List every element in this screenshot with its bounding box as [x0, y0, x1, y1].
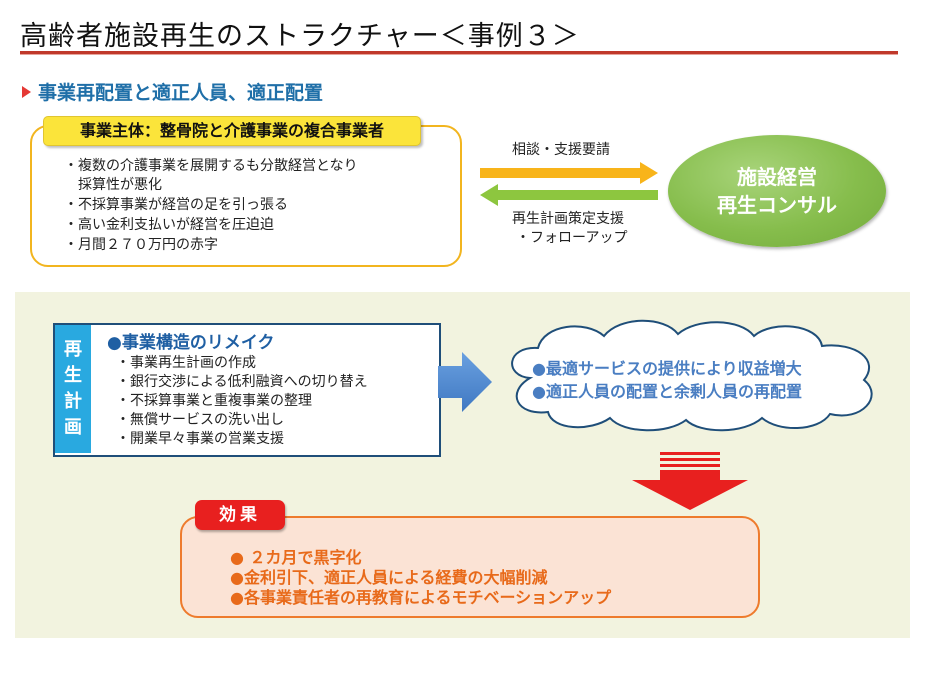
followup-label: ・フォローアップ: [516, 230, 628, 246]
blue-arrow-icon: [438, 352, 492, 412]
plan-item: ・不採算事業と重複事業の整理: [116, 393, 312, 409]
cloud-shape: [511, 319, 873, 432]
plan-side-char: 生: [64, 365, 82, 386]
support-arrow-icon: [480, 184, 658, 206]
request-label: 相談・支援要請: [512, 142, 610, 158]
consultant-label-line1: 施設経営: [737, 165, 817, 189]
outcome-item: ●最適サービスの提供により収益増大: [532, 359, 802, 378]
issue-item: 採算性が悪化: [78, 177, 162, 193]
support-label: 再生計画策定支援: [512, 211, 624, 227]
consultant-label-line2: 再生コンサル: [717, 193, 837, 217]
title-underline: [20, 51, 898, 54]
effect-item: ●各事業責任者の再教育によるモチベーションアップ: [230, 588, 612, 607]
triangle-bullet-icon: [22, 86, 31, 98]
plan-side-char: 計: [64, 391, 82, 412]
plan-item: ・開業早々事業の営業支援: [116, 431, 284, 447]
plan-side-char: 画: [64, 417, 82, 438]
red-down-arrow-icon: [632, 452, 748, 510]
page-title: 高齢者施設再生のストラクチャー＜事例３＞: [20, 21, 580, 52]
consultant-ellipse: 施設経営 再生コンサル: [668, 135, 886, 247]
request-arrow-icon: [480, 162, 658, 184]
effect-item: ●金利引下、適正人員による経費の大幅削減: [230, 568, 548, 587]
plan-item: ・無償サービスの洗い出し: [116, 412, 284, 428]
plan-item: ・事業再生計画の作成: [116, 355, 256, 371]
section-subheading: 事業再配置と適正人員、適正配置: [38, 82, 324, 104]
plan-item: ・銀行交渉による低利融資への切り替え: [116, 374, 368, 390]
plan-heading: ●事業構造のリメイク: [107, 333, 275, 353]
issue-item: ・複数の介護事業を展開するも分散経営となり: [64, 158, 358, 174]
effect-item: ● ２カ月で黒字化: [230, 548, 362, 567]
plan-box: [53, 323, 441, 457]
entity-badge: 事業主体：整骨院と介護事業の複合事業者: [43, 116, 421, 146]
issue-item: ・不採算事業が経営の足を引っ張る: [64, 197, 288, 213]
effect-box: [180, 516, 760, 618]
issue-item: ・月間２７０万円の赤字: [64, 237, 218, 253]
plan-side-label: 再 生 計 画: [55, 325, 91, 453]
issue-item: ・高い金利支払いが経営を圧迫迫: [64, 217, 274, 233]
outcome-item: ●適正人員の配置と余剰人員の再配置: [532, 382, 802, 401]
plan-side-char: 再: [64, 339, 82, 360]
effect-badge: 効果: [195, 500, 285, 530]
